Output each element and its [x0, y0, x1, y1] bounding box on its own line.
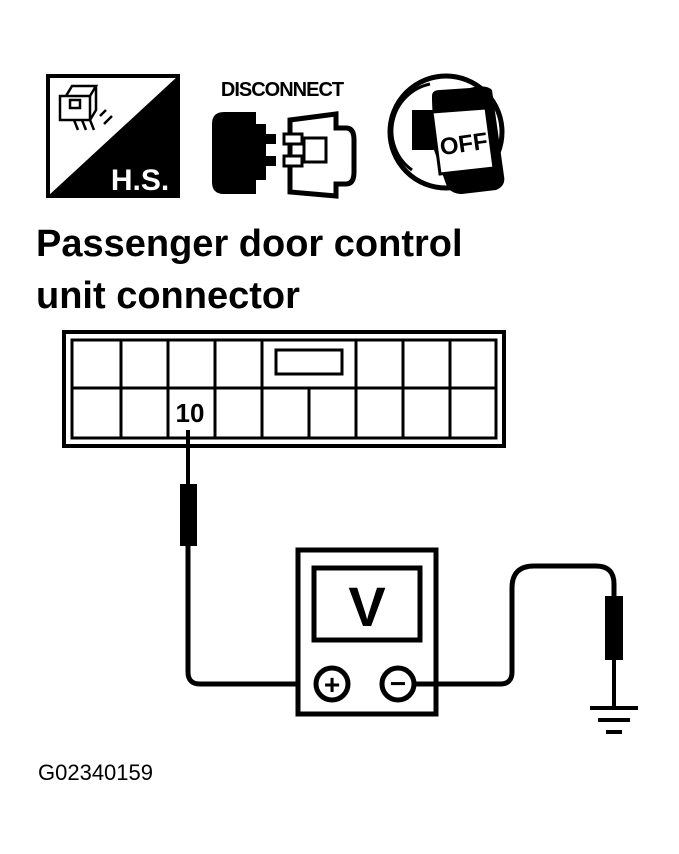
connector-title-line-2: unit connector [36, 275, 300, 317]
negative-lead-wire [414, 563, 617, 687]
figure-id: G02340159 [38, 760, 153, 785]
negative-terminal: − [379, 665, 417, 703]
voltmeter-display [311, 565, 423, 643]
harness-side-label: H.S. [111, 164, 169, 197]
ignition-off-icon: OFF [387, 73, 505, 194]
voltmeter-unit-label: V [348, 575, 385, 638]
connector-body: 10 [62, 330, 506, 448]
ignition-off-label: OFF [438, 128, 489, 161]
positive-terminal: + [313, 665, 351, 703]
positive-lead-wire [185, 546, 318, 687]
disconnect-icon: DISCONNECT [212, 79, 357, 199]
disconnect-label: DISCONNECT [221, 79, 344, 101]
ground-icon [590, 706, 638, 734]
negative-probe [414, 563, 623, 706]
positive-probe [180, 430, 318, 687]
terminal-10-label: 10 [176, 398, 205, 428]
positive-terminal-symbol: + [324, 669, 340, 700]
connector-lock-tab [274, 348, 344, 376]
negative-terminal-symbol: − [390, 668, 406, 699]
voltmeter: V + − [295, 547, 439, 717]
connector-title-line-1: Passenger door control [36, 223, 463, 265]
connector-top-row [119, 340, 452, 388]
harness-side-icon: H.S. [46, 74, 180, 198]
connector-bottom-row [119, 388, 452, 438]
